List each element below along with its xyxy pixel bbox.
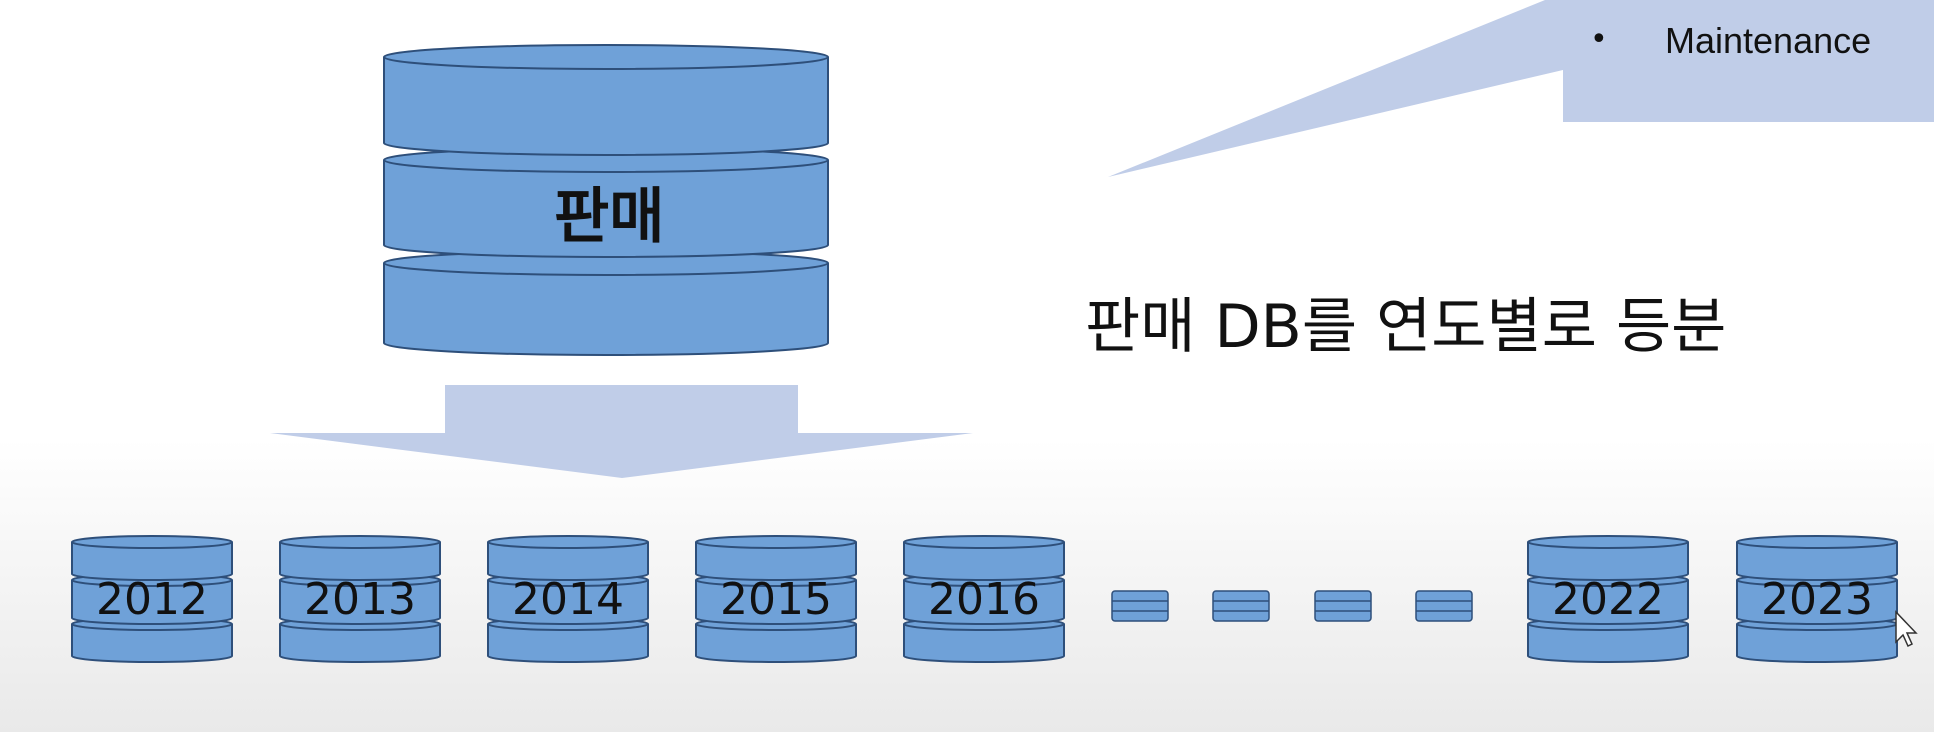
year-db-label: 2013 bbox=[304, 574, 416, 625]
main-database-label: 판매 bbox=[554, 182, 665, 252]
year-db-label: 2022 bbox=[1552, 574, 1664, 625]
callout-bullet: • bbox=[1590, 22, 1608, 57]
year-db-label: 2012 bbox=[96, 574, 208, 625]
year-db-label: 2016 bbox=[928, 574, 1040, 625]
year-db-label: 2014 bbox=[512, 574, 624, 625]
split-heading: 판매 DB를 연도별로 등분 bbox=[1085, 292, 1727, 362]
year-db-label: 2015 bbox=[720, 574, 832, 625]
callout-text: Maintenance bbox=[1665, 20, 1872, 61]
year-db-label: 2023 bbox=[1761, 574, 1873, 625]
